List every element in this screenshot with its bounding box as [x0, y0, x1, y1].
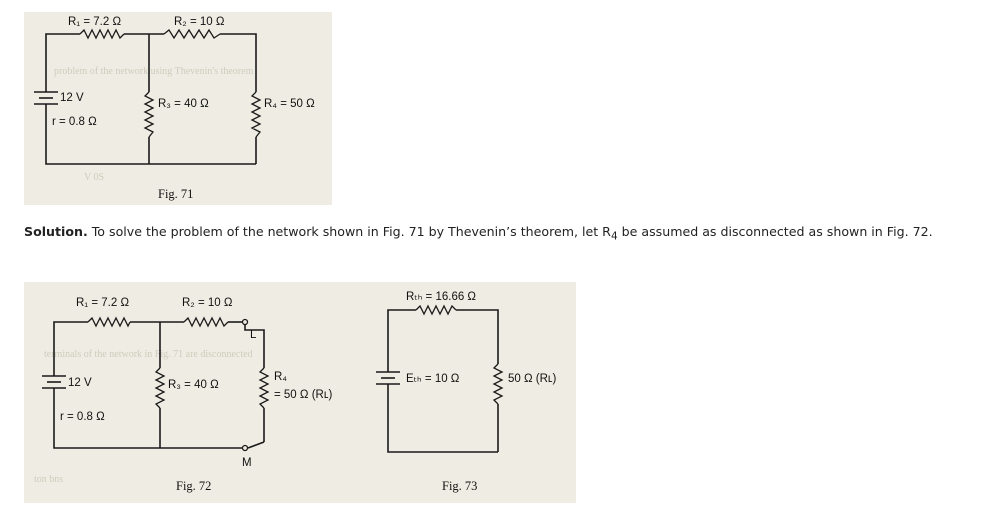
- figure-72-73-circuit: terminals of the network in Fig. 71 are …: [34, 291, 557, 493]
- fig71-r4-label: R₄ = 50 Ω: [264, 98, 315, 110]
- figure-71: problem of the network using Thevenin's …: [24, 12, 332, 205]
- fig72-emf-label: 12 V: [68, 377, 92, 389]
- fig71-internal-resistance-label: r = 0.8 Ω: [52, 116, 97, 128]
- fig72-terminal-m: M: [242, 457, 252, 469]
- fig71-r2-label: R₂ = 10 Ω: [174, 16, 225, 28]
- fig73-rl-label: 50 Ω (Rʟ): [508, 373, 557, 385]
- solution-paragraph: Solution. To solve the problem of the ne…: [24, 219, 954, 250]
- fig72-r4-label-line2: = 50 Ω (Rʟ): [274, 389, 332, 401]
- figure-71-circuit: problem of the network using Thevenin's …: [34, 16, 315, 201]
- fig71-r1-label: R₁ = 7.2 Ω: [68, 16, 121, 28]
- svg-text:problem of the network using T: problem of the network using Thevenin's …: [54, 66, 254, 77]
- fig71-r3-label: R₃ = 40 Ω: [158, 98, 209, 110]
- svg-text:ton bns: ton bns: [34, 474, 63, 485]
- svg-text:V 0S: V 0S: [84, 172, 104, 183]
- svg-text:terminals of the network in Fi: terminals of the network in Fig. 71 are …: [44, 349, 253, 360]
- fig72-r1-label: R₁ = 7.2 Ω: [76, 297, 129, 309]
- fig72-caption: Fig. 72: [176, 479, 211, 493]
- solution-text-part1: To solve the problem of the network show…: [87, 224, 611, 239]
- figure-72-73: terminals of the network in Fig. 71 are …: [24, 282, 576, 503]
- fig72-terminal-l: L: [250, 329, 257, 341]
- fig71-caption: Fig. 71: [158, 187, 193, 201]
- fig72-r4-label-line1: R₄: [274, 371, 287, 383]
- fig73-rth-label: Rₜₕ = 16.66 Ω: [406, 291, 476, 303]
- fig71-emf-label: 12 V: [60, 92, 84, 104]
- fig73-eth-label: Eₜₕ = 10 Ω: [406, 373, 460, 385]
- solution-text-part2: be assumed as disconnected as shown in F…: [617, 224, 933, 239]
- solution-subscript: 4: [610, 230, 618, 243]
- solution-heading: Solution.: [24, 224, 88, 239]
- fig73-caption: Fig. 73: [442, 479, 477, 493]
- fig72-r3-label: R₃ = 40 Ω: [168, 379, 219, 391]
- fig72-internal-resistance-label: r = 0.8 Ω: [60, 411, 105, 423]
- fig72-r2-label: R₂ = 10 Ω: [182, 297, 233, 309]
